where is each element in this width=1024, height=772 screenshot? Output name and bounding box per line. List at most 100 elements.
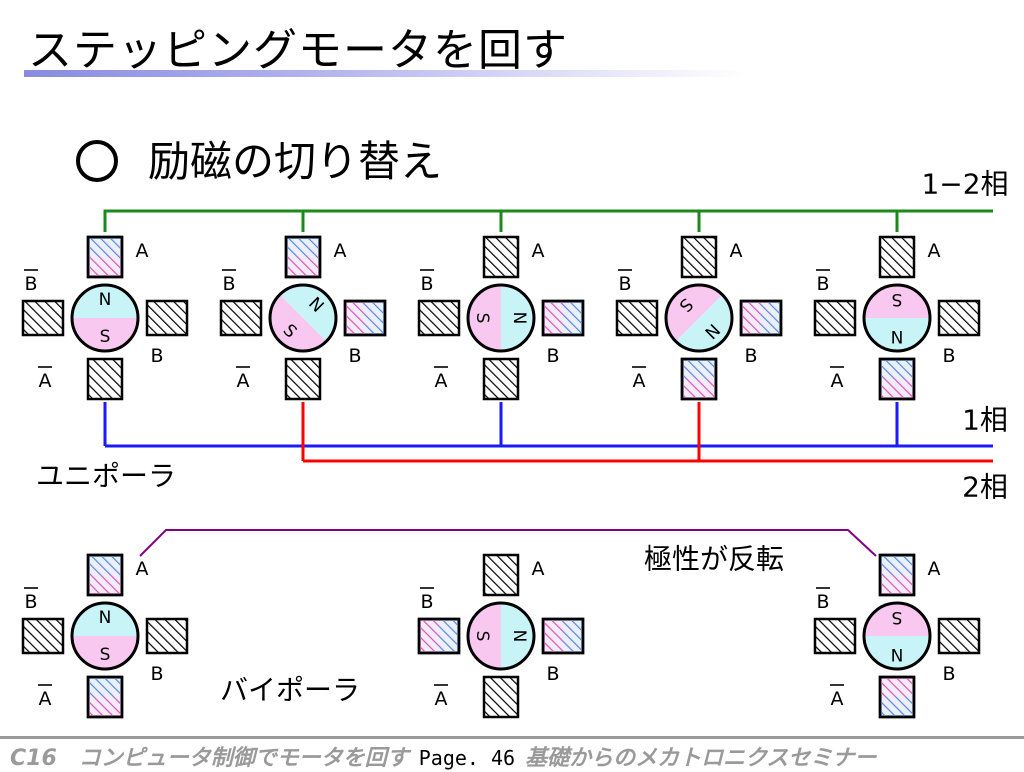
rotor: NS — [70, 601, 140, 671]
rotor: NS — [70, 283, 140, 353]
coil-b — [343, 299, 387, 337]
rotor-s-half — [468, 603, 501, 669]
coil-label-a-bar: A — [237, 370, 250, 392]
rotor-s-label: S — [892, 607, 903, 627]
rotor-n-half — [675, 294, 732, 351]
coil-a-bar — [86, 675, 124, 719]
rotor-s-label: S — [472, 631, 492, 642]
coil-b — [541, 299, 585, 337]
coil-a — [482, 235, 520, 279]
coil-b-bar — [417, 299, 461, 337]
coil-a-bar — [878, 357, 916, 401]
coil-label-a: A — [136, 240, 149, 262]
rotor-n-half — [864, 318, 930, 351]
label-polarity-reversed: 極性が反転 — [644, 543, 784, 576]
unipolar-motor-1: NS A B A B — [21, 235, 189, 401]
footer-page-number: Page. 46 — [418, 746, 516, 770]
coil-a — [482, 553, 520, 597]
coil-b-bar — [417, 617, 461, 655]
coil-b — [145, 617, 189, 655]
coil-a — [86, 553, 124, 597]
coil-a-bar — [482, 675, 520, 719]
coil-label-a-bar: A — [435, 688, 448, 710]
coil-label-b: B — [546, 345, 559, 367]
coil-b — [739, 299, 783, 337]
section-heading: 励磁の切り替え — [76, 128, 442, 189]
coil-label-a-bar: A — [435, 370, 448, 392]
rotor-s-half — [72, 636, 138, 669]
rotor-n-half — [279, 285, 336, 342]
title-underline — [24, 70, 744, 77]
footer-course: C16 コンピュータ制御でモータを回す — [10, 746, 409, 771]
coil-b-bar — [813, 299, 857, 337]
label-bipolar: バイポーラ — [220, 674, 360, 707]
coil-a — [878, 553, 916, 597]
rotor: NS — [466, 601, 536, 671]
rotor-s-half — [270, 294, 327, 351]
coil-label-a-bar: A — [633, 370, 646, 392]
footer-rule — [0, 736, 1024, 739]
rotor-s-label: S — [472, 313, 492, 324]
coil-label-a: A — [532, 240, 545, 262]
rotor-n-label: N — [509, 630, 529, 643]
coil-a-bar — [86, 357, 124, 401]
coil-label-a: A — [928, 558, 941, 580]
rotor-n-label: N — [99, 290, 112, 310]
coil-label-a-bar: A — [831, 370, 844, 392]
rotor-s-half — [864, 603, 930, 636]
rotor-s-half — [468, 285, 501, 351]
label-unipolar: ユニポーラ — [36, 460, 176, 493]
rotor-s-label: S — [892, 289, 903, 309]
rotor: NS — [268, 283, 338, 353]
coil-label-a-bar: A — [39, 370, 52, 392]
coil-b — [145, 299, 189, 337]
coil-label-a: A — [334, 240, 347, 262]
rotor-s-label: S — [100, 645, 111, 665]
coil-a-bar — [482, 357, 520, 401]
rotor-n-label: N — [891, 644, 904, 664]
label-two-phase: 2相 — [962, 471, 1008, 504]
coil-label-b-bar: B — [816, 591, 829, 613]
coil-a-bar — [680, 357, 718, 401]
rotor-n-half — [501, 603, 534, 669]
page-title: ステッピングモータを回す — [28, 25, 568, 76]
coil-label-b: B — [150, 345, 163, 367]
coil-label-a: A — [532, 558, 545, 580]
one-two-phase-line — [103, 209, 993, 232]
coil-label-a-bar: A — [39, 688, 52, 710]
coil-label-b-bar: B — [816, 273, 829, 295]
rotor: NS — [862, 283, 932, 353]
coil-b — [541, 617, 585, 655]
coil-label-b: B — [942, 345, 955, 367]
coil-b — [937, 617, 981, 655]
rotor: NS — [466, 283, 536, 353]
coil-a-bar — [878, 675, 916, 719]
rotor-n-half — [72, 285, 138, 318]
coil-b-bar — [219, 299, 263, 337]
coil-b-bar — [21, 617, 65, 655]
coil-label-b: B — [546, 663, 559, 685]
coil-label-b-bar: B — [420, 591, 433, 613]
rotor-n-label: N — [99, 608, 112, 628]
coil-label-b-bar: B — [420, 273, 433, 295]
rotor-n-label: N — [891, 326, 904, 346]
coil-a-bar — [284, 357, 322, 401]
section-heading-text: 励磁の切り替え — [148, 137, 443, 186]
coil-label-a-bar: A — [831, 688, 844, 710]
coil-a — [86, 235, 124, 279]
coil-label-b-bar: B — [618, 273, 631, 295]
coil-b — [937, 299, 981, 337]
coil-label-b-bar: B — [24, 273, 37, 295]
coil-label-b-bar: B — [222, 273, 235, 295]
coil-a — [878, 235, 916, 279]
rotor-n-label: N — [509, 312, 529, 325]
